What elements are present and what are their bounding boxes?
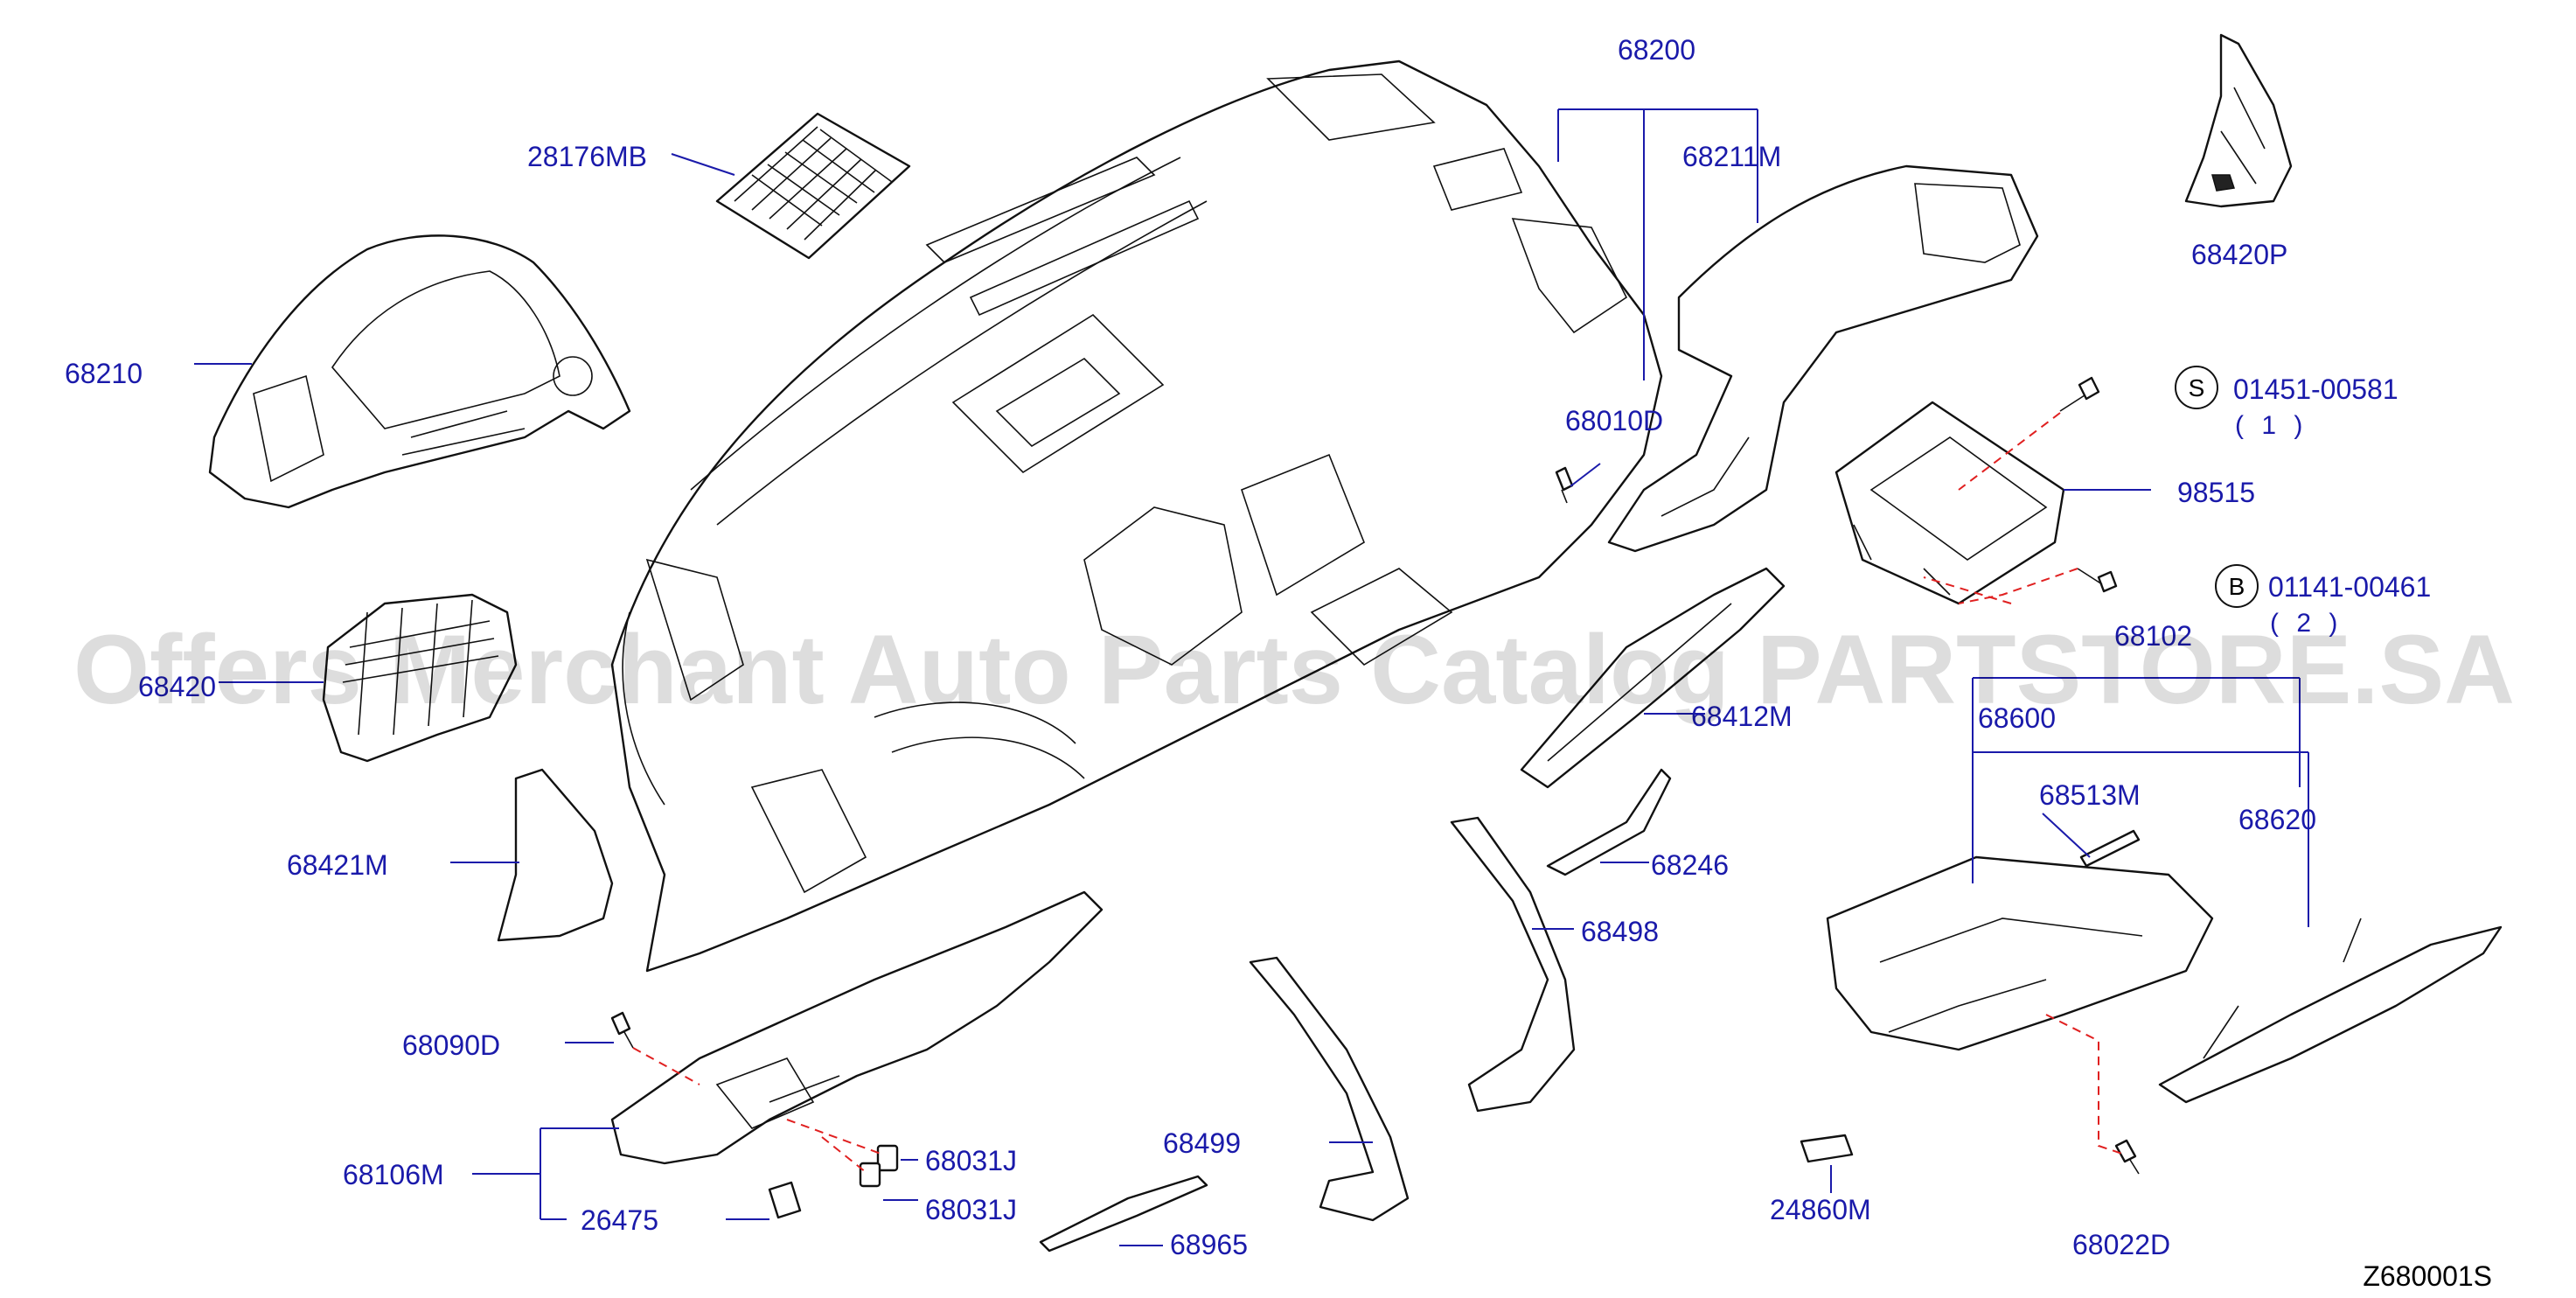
side-panel-illustration bbox=[497, 768, 614, 942]
callout-68420p[interactable]: 68420P bbox=[2191, 239, 2287, 270]
connector-24860m-illustration bbox=[1800, 1134, 1854, 1163]
lamp-26475-illustration bbox=[768, 1181, 802, 1219]
callout-68513m[interactable]: 68513M bbox=[2039, 779, 2141, 811]
leader-lines bbox=[194, 108, 2309, 1246]
lower-cover-illustration bbox=[1607, 164, 2039, 553]
fastener-symbol-b: B bbox=[2215, 564, 2259, 608]
callout-68412m[interactable]: 68412M bbox=[1691, 701, 1793, 732]
glove-box-illustration bbox=[1826, 855, 2214, 1051]
callout-68031j-a[interactable]: 68031J bbox=[925, 1145, 1017, 1176]
side-vent-illustration bbox=[322, 593, 518, 763]
callout-68102[interactable]: 68102 bbox=[2114, 620, 2192, 652]
callout-68031j-b[interactable]: 68031J bbox=[925, 1194, 1017, 1225]
speaker-grille-illustration bbox=[715, 112, 911, 260]
glove-box-lid-illustration bbox=[2158, 918, 2503, 1104]
callout-24860m[interactable]: 24860M bbox=[1770, 1194, 1871, 1225]
meter-hood-illustration bbox=[208, 234, 631, 509]
strip-68965-illustration bbox=[1039, 1175, 1208, 1253]
watermark-text: Offers Merchant Auto Parts Catalog PARTS… bbox=[73, 615, 2515, 724]
callout-01141-00461[interactable]: 01141-00461 bbox=[2268, 571, 2431, 603]
callout-68010d[interactable]: 68010D bbox=[1565, 405, 1663, 436]
diagram-code: Z680001S bbox=[2363, 1260, 2492, 1292]
callout-68600[interactable]: 68600 bbox=[1978, 702, 2056, 734]
callout-labels: 68200 28176MB 68211M 68420P 68210 68010D… bbox=[65, 34, 2431, 1260]
callout-68246[interactable]: 68246 bbox=[1651, 849, 1729, 881]
side-finisher-illustration bbox=[2184, 33, 2293, 208]
callout-26475[interactable]: 26475 bbox=[581, 1204, 658, 1236]
pillar-trim-2-illustration bbox=[1249, 956, 1410, 1222]
qty-01451-00581: ( 1 ) bbox=[2235, 411, 2308, 440]
bolt-68090d-illustration bbox=[610, 1011, 634, 1049]
callout-68090d[interactable]: 68090D bbox=[402, 1029, 500, 1061]
lower-finisher-illustration bbox=[610, 890, 1104, 1165]
callout-68620[interactable]: 68620 bbox=[2238, 804, 2316, 835]
qty-01141-00461: ( 2 ) bbox=[2270, 609, 2343, 638]
callout-68200[interactable]: 68200 bbox=[1618, 34, 1695, 66]
callout-68965[interactable]: 68965 bbox=[1170, 1229, 1248, 1260]
svg-text:B: B bbox=[2229, 573, 2245, 600]
callout-68106m[interactable]: 68106M bbox=[343, 1159, 444, 1190]
callout-68210[interactable]: 68210 bbox=[65, 358, 143, 389]
clip-68031j-illustration bbox=[859, 1144, 899, 1188]
fastener-symbol-s: S bbox=[2175, 366, 2218, 409]
callout-68211m[interactable]: 68211M bbox=[1682, 141, 1781, 172]
trim-strip-illustration bbox=[1520, 567, 1786, 789]
screw-s-illustration bbox=[2059, 376, 2100, 412]
instrument-panel-illustration bbox=[610, 59, 1663, 973]
small-strip-illustration bbox=[1546, 768, 1672, 876]
bracket-illustration bbox=[1835, 401, 2065, 605]
callout-68498[interactable]: 68498 bbox=[1581, 916, 1659, 947]
assembly-guides bbox=[632, 412, 2126, 1173]
rod-68513m-illustration bbox=[2079, 829, 2141, 868]
svg-text:S: S bbox=[2189, 374, 2205, 401]
callout-01451-00581[interactable]: 01451-00581 bbox=[2233, 373, 2398, 405]
callout-68420[interactable]: 68420 bbox=[138, 671, 216, 702]
callout-68499[interactable]: 68499 bbox=[1163, 1127, 1241, 1159]
callout-28176mb[interactable]: 28176MB bbox=[527, 141, 647, 172]
screw-b-illustration bbox=[2077, 568, 2118, 593]
pillar-trim-illustration bbox=[1450, 816, 1576, 1113]
callout-68421m[interactable]: 68421M bbox=[287, 849, 388, 881]
callout-98515[interactable]: 98515 bbox=[2177, 477, 2255, 508]
bolt-68022d-illustration bbox=[2114, 1139, 2140, 1175]
callout-68022d[interactable]: 68022D bbox=[2072, 1229, 2170, 1260]
